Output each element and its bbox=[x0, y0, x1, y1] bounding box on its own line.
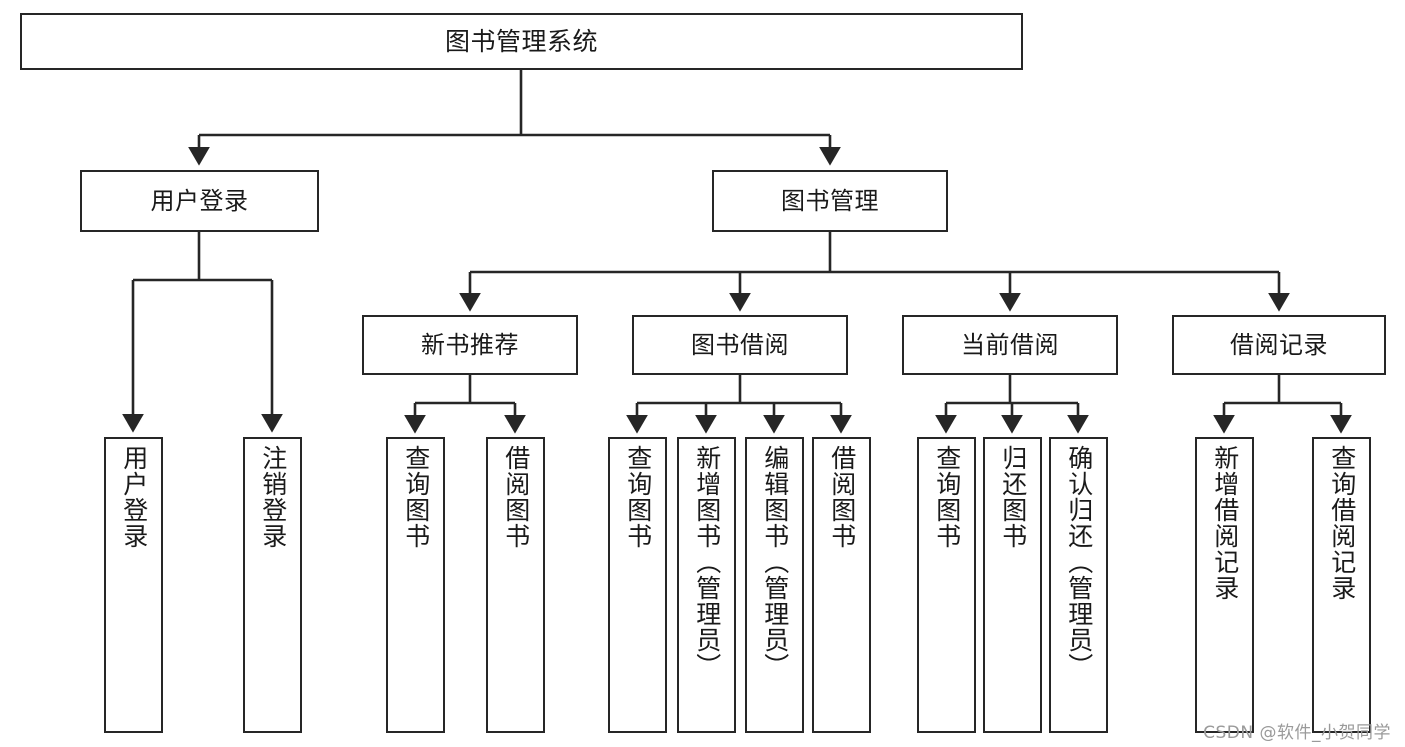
leaf-query-book-borrow[interactable]: 查询图书 bbox=[608, 437, 667, 733]
node-current-borrow-label: 当前借阅 bbox=[961, 331, 1059, 359]
node-user-login-label: 用户登录 bbox=[150, 187, 249, 215]
leaf-logout[interactable]: 注销登录 bbox=[243, 437, 302, 733]
leaf-label: 用户登录 bbox=[119, 445, 149, 549]
node-book-borrow[interactable]: 图书借阅 bbox=[632, 315, 848, 375]
node-book-borrow-label: 图书借阅 bbox=[691, 331, 789, 359]
node-book-management[interactable]: 图书管理 bbox=[712, 170, 948, 232]
leaf-label: 借阅图书 bbox=[501, 445, 531, 549]
leaf-borrow-book[interactable]: 借阅图书 bbox=[812, 437, 871, 733]
leaf-return-book[interactable]: 归还图书 bbox=[983, 437, 1042, 733]
node-root[interactable]: 图书管理系统 bbox=[20, 13, 1023, 70]
leaf-add-borrow-record[interactable]: 新增借阅记录 bbox=[1195, 437, 1254, 733]
leaf-user-login[interactable]: 用户登录 bbox=[104, 437, 163, 733]
leaf-label: 归还图书 bbox=[998, 445, 1028, 549]
node-book-management-label: 图书管理 bbox=[781, 187, 879, 215]
leaf-borrow-book-newbook[interactable]: 借阅图书 bbox=[486, 437, 545, 733]
leaf-label: 查询图书 bbox=[623, 445, 653, 549]
leaf-confirm-return-admin[interactable]: 确认归还（管理员） bbox=[1049, 437, 1108, 733]
watermark: CSDN @软件_小贺同学 bbox=[1203, 723, 1391, 743]
leaf-query-book-current[interactable]: 查询图书 bbox=[917, 437, 976, 733]
node-current-borrow[interactable]: 当前借阅 bbox=[902, 315, 1118, 375]
leaf-label: 确认归还（管理员） bbox=[1064, 445, 1094, 679]
node-user-login[interactable]: 用户登录 bbox=[80, 170, 319, 232]
node-borrow-records[interactable]: 借阅记录 bbox=[1172, 315, 1386, 375]
leaf-label: 新增图书（管理员） bbox=[692, 445, 722, 679]
leaf-label: 借阅图书 bbox=[827, 445, 857, 549]
node-borrow-records-label: 借阅记录 bbox=[1230, 331, 1328, 359]
leaf-query-book-newbook[interactable]: 查询图书 bbox=[386, 437, 445, 733]
node-new-book-recommend[interactable]: 新书推荐 bbox=[362, 315, 578, 375]
node-new-book-recommend-label: 新书推荐 bbox=[421, 331, 519, 359]
leaf-add-book-admin[interactable]: 新增图书（管理员） bbox=[677, 437, 736, 733]
node-root-label: 图书管理系统 bbox=[444, 27, 598, 56]
leaf-label: 注销登录 bbox=[258, 445, 288, 549]
leaf-edit-book-admin[interactable]: 编辑图书（管理员） bbox=[745, 437, 804, 733]
leaf-label: 新增借阅记录 bbox=[1210, 445, 1240, 601]
leaf-label: 查询图书 bbox=[401, 445, 431, 549]
leaf-label: 编辑图书（管理员） bbox=[760, 445, 790, 679]
leaf-label: 查询借阅记录 bbox=[1327, 445, 1357, 601]
leaf-label: 查询图书 bbox=[932, 445, 962, 549]
leaf-query-borrow-record[interactable]: 查询借阅记录 bbox=[1312, 437, 1371, 733]
